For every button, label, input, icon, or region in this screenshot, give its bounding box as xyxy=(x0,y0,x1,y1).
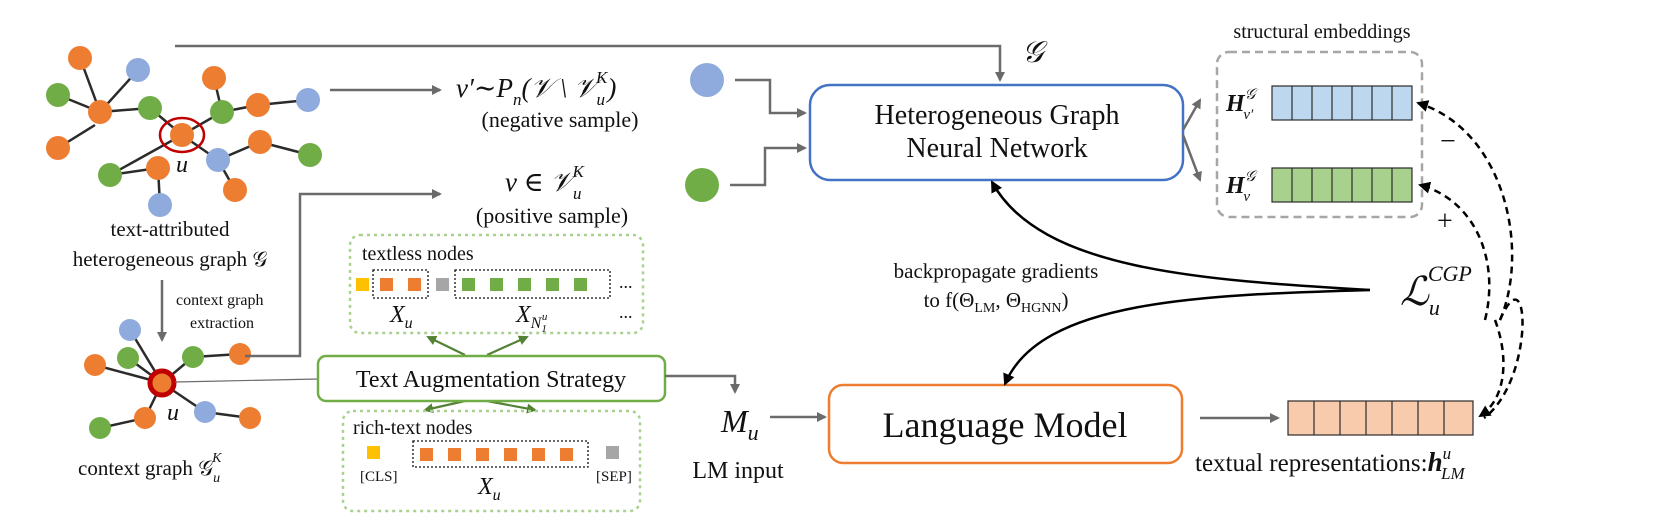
positive-node-to-hgnn xyxy=(730,143,807,187)
tas-label: Text Augmentation Strategy xyxy=(356,367,626,393)
richtext-nodes-title: rich-text nodes xyxy=(353,417,473,439)
hgnn-label-line2: Neural Network xyxy=(906,133,1087,164)
loss-symbol: ℒuCGP xyxy=(1400,261,1472,320)
pos-embedding-vector xyxy=(1271,167,1413,203)
textless-xu-group xyxy=(372,269,429,299)
lm-input-caption: LM input xyxy=(692,458,784,484)
negative-sample-label: (negative sample) xyxy=(482,107,639,132)
positive-sample-node xyxy=(685,168,719,202)
graph-caption-line2: heterogeneous graph 𝒢 xyxy=(73,247,268,271)
lm-label: Language Model xyxy=(883,405,1128,445)
hgnn-label-line1: Heterogeneous Graph xyxy=(875,100,1120,131)
textless-xn-label: XN1u xyxy=(515,302,548,335)
tas-to-richtext-arrow-1 xyxy=(423,399,466,414)
context-center-node xyxy=(147,368,177,398)
tas-to-richtext-arrow-2 xyxy=(486,399,537,414)
textless-cls-token xyxy=(356,278,369,291)
positive-sample-arrow xyxy=(245,189,442,358)
backprop-to-lm-curve xyxy=(1003,288,1371,386)
hgnn-to-neg-embedding xyxy=(1181,98,1202,131)
context-node-u-label: u xyxy=(167,400,179,426)
textless-nodes-frame xyxy=(348,233,645,335)
backprop-label-line2: to f(ΘLM, ΘHGNN) xyxy=(924,288,1069,316)
textless-neighbor-group xyxy=(454,269,611,299)
loss-to-neg-embedding-dashed xyxy=(1416,100,1514,321)
neg-embedding-vector xyxy=(1271,85,1413,121)
loss-to-pos-embedding-dashed xyxy=(1418,181,1491,321)
richtext-cls-label: [CLS] xyxy=(360,469,398,485)
hgnn-to-pos-embedding xyxy=(1181,134,1202,182)
negative-node-to-hgnn xyxy=(735,78,807,118)
graph-symbol: 𝒢 xyxy=(1022,36,1048,69)
textless-ellipsis-2: ... xyxy=(619,302,633,322)
negative-sample-node xyxy=(690,63,724,97)
loss-to-textual-dashed-2 xyxy=(1483,298,1524,420)
richtext-sep-token xyxy=(606,446,619,459)
tas-to-textless-arrow-2 xyxy=(486,335,529,357)
textless-nodes-title: textless nodes xyxy=(362,243,474,265)
minus-sign: − xyxy=(1440,126,1456,157)
richtext-xu-label: Xu xyxy=(477,474,501,504)
graph-node-u-label: u xyxy=(176,152,188,178)
tas-to-lm-input-arrow xyxy=(665,374,740,394)
textual-representation-vector xyxy=(1287,400,1474,436)
structural-embeddings-title: structural embeddings xyxy=(1233,21,1410,43)
lm-input-symbol: Mu xyxy=(720,403,759,445)
backprop-label-line1: backpropagate gradients xyxy=(894,259,1099,283)
target-node-ring xyxy=(158,116,206,154)
tas-to-textless-arrow-1 xyxy=(426,336,466,356)
textless-sep-token xyxy=(436,278,449,291)
richtext-xu-group xyxy=(412,440,589,468)
context-to-tas-line xyxy=(174,378,319,383)
textless-ellipsis-1: ... xyxy=(619,272,633,292)
positive-sample-label: (positive sample) xyxy=(476,203,628,228)
richtext-cls-token xyxy=(367,446,380,459)
context-graph: u context graph 𝒢uK xyxy=(78,319,261,486)
textless-xu-label: Xu xyxy=(389,302,413,332)
graph-caption-line1: text-attributed xyxy=(111,217,230,241)
graph-to-hgnn-arrow xyxy=(175,44,1005,82)
context-graph-caption: context graph 𝒢uK xyxy=(78,451,222,486)
extraction-label-line2: extraction xyxy=(190,315,254,332)
structural-embeddings-frame xyxy=(1215,50,1424,219)
plus-sign: + xyxy=(1437,206,1453,237)
target-node-u xyxy=(170,123,194,147)
positive-formula: v ∈ 𝒱uK xyxy=(505,162,585,203)
extraction-label-line1: context graph xyxy=(176,292,264,309)
richtext-sep-label: [SEP] xyxy=(596,469,632,485)
negative-formula: v′∼Pn(𝒱 \ 𝒱uK) xyxy=(456,68,616,109)
backprop-to-hgnn-curve xyxy=(990,180,1371,292)
loss-to-textual-dashed-1 xyxy=(1478,319,1505,418)
tas-box xyxy=(316,354,667,403)
hgnn-box xyxy=(808,83,1185,182)
heterogeneous-graph: u text-attributed heterogeneous graph 𝒢 xyxy=(46,46,322,271)
richtext-nodes-frame xyxy=(341,409,642,513)
